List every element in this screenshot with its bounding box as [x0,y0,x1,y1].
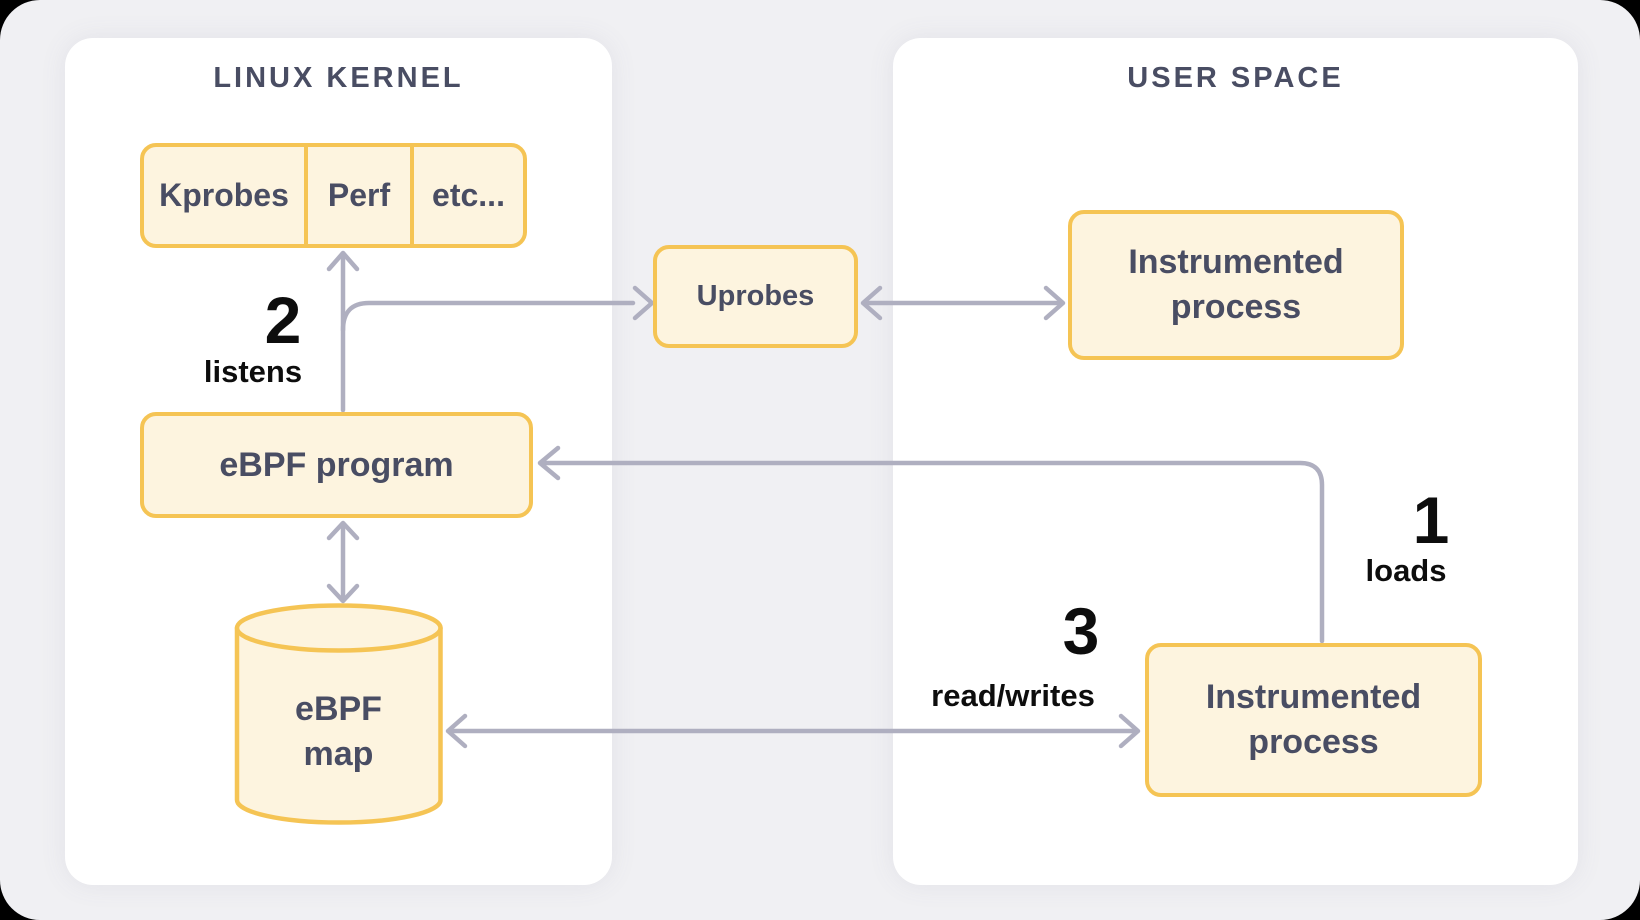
instrumented-process-bottom-line1: Instrumented [1205,678,1422,717]
panel-title-linux-kernel: LINUX KERNEL [213,62,464,94]
instrumented-process-bottom-box: Instrumented process [1145,643,1482,797]
step-1-label: loads [1365,553,1447,588]
perf-cell: Perf [304,147,410,244]
instrumented-process-bottom-line2: process [1248,723,1379,761]
ebpf-map-line2: map [303,735,374,773]
instrumented-process-top-line1: Instrumented [1128,243,1344,282]
instrumented-process-top-line2: process [1170,288,1302,326]
ebpf-map-line1: eBPF [295,690,382,728]
probe-sources-box: Kprobes Perf etc... [140,143,527,248]
panel-title-user-space: USER SPACE [1127,62,1344,94]
ebpf-map-label: eBPF map [235,687,442,777]
etc-cell: etc... [410,147,523,244]
instrumented-process-top-box: Instrumented process [1068,210,1404,360]
step-3-label: read/writes [931,678,1095,713]
ebpf-program-box: eBPF program [140,412,533,518]
step-1-number: 1 [1412,483,1450,557]
uprobes-box: Uprobes [653,245,858,348]
step-2-label: listens [203,354,303,389]
kprobes-cell: Kprobes [159,177,289,213]
step-3-number: 3 [1062,594,1100,668]
step-2-number: 2 [264,283,302,357]
